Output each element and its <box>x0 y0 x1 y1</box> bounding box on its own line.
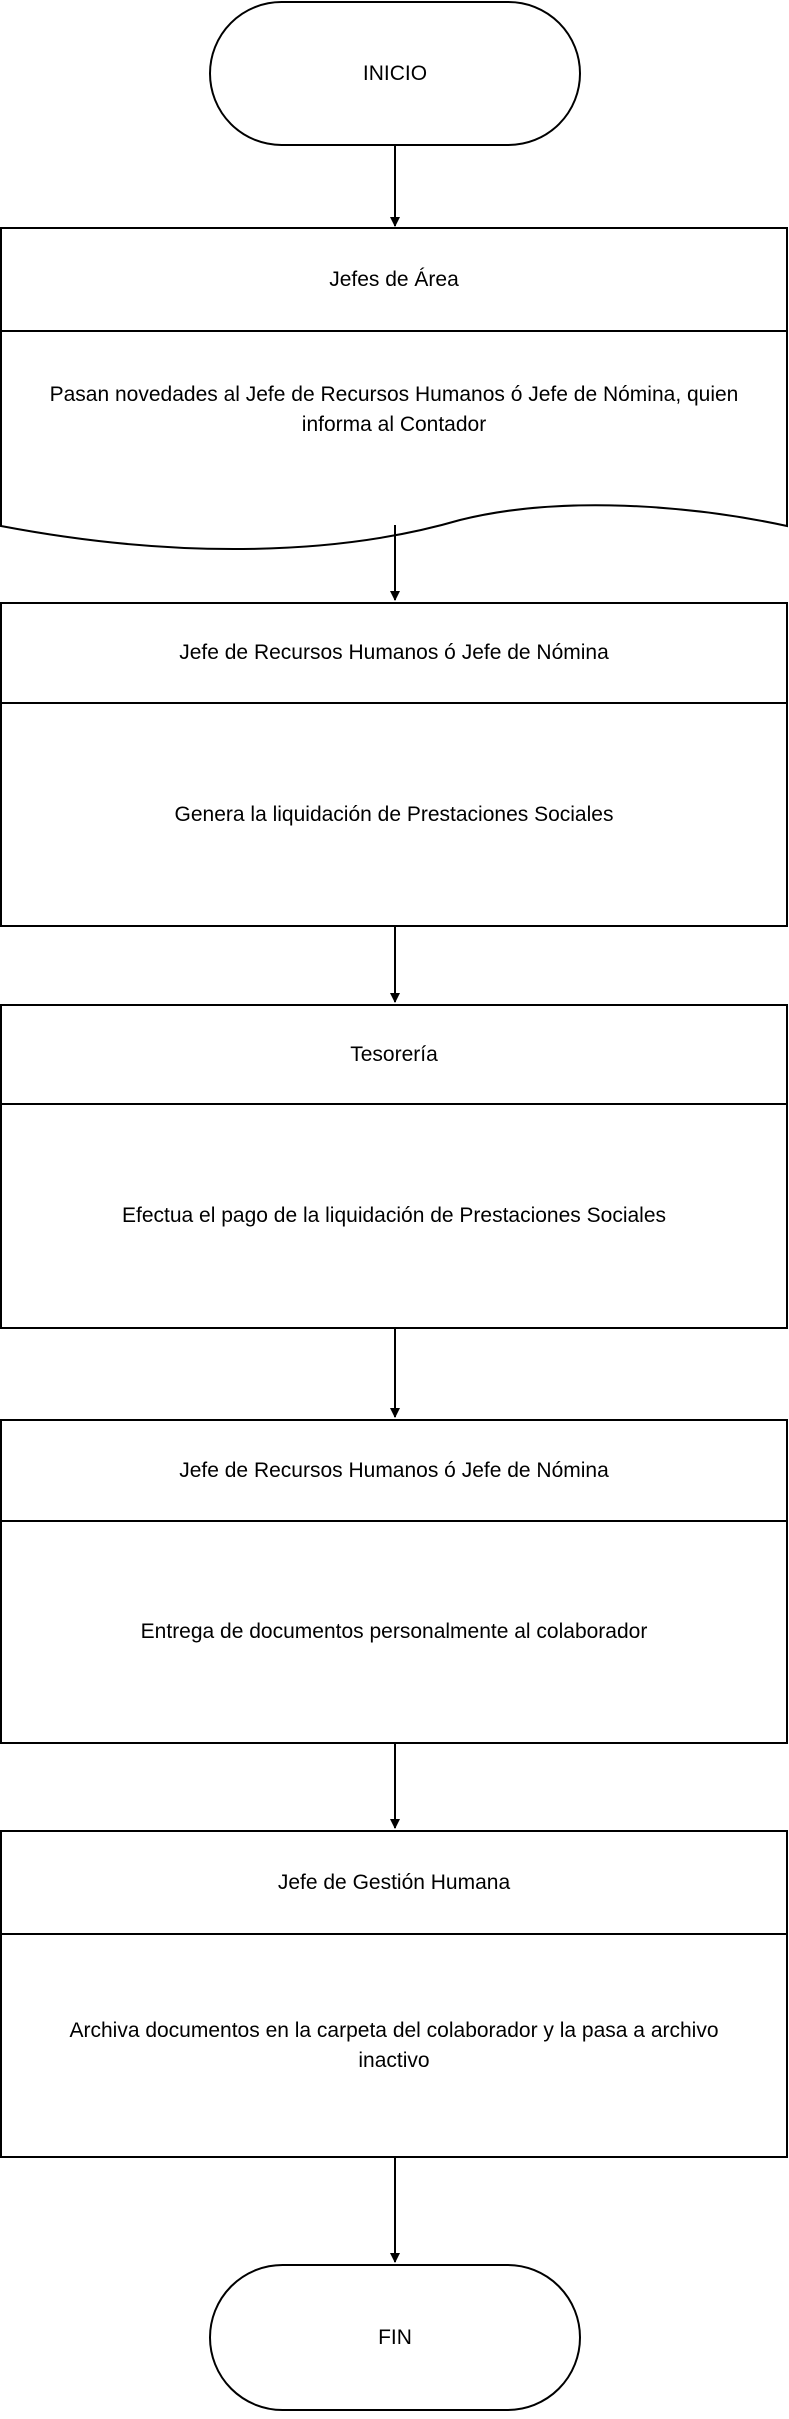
step-3-actor: Tesorería <box>350 1042 438 1066</box>
step-4-action: Entrega de documentos personalmente al c… <box>140 1620 648 1643</box>
end-label: FIN <box>378 2325 412 2349</box>
step-2-action: Genera la liquidación de Prestaciones So… <box>174 802 614 826</box>
start-label: INICIO <box>362 61 428 85</box>
step-5-actor: Jefe de Gestión Humana <box>277 1870 511 1894</box>
step-2-actor: Jefe de Recursos Humanos ó Jefe de Nómin… <box>179 641 609 664</box>
step-4-box <box>0 1419 788 1744</box>
step-4-actor: Jefe de Recursos Humanos ó Jefe de Nómin… <box>179 1458 609 1482</box>
step-5-box <box>0 1830 788 2158</box>
step-3-action: Efectua el pago de la liquidación de Pre… <box>121 1204 667 1227</box>
step-1-actor: Jefes de Área <box>329 267 459 291</box>
step-2-box <box>0 602 788 927</box>
end-terminator-shape <box>209 2264 581 2411</box>
step-1-action: Pasan novedades al Jefe de Recursos Huma… <box>49 383 739 436</box>
step-3-box <box>0 1004 788 1329</box>
step-1-document-shape <box>0 227 788 551</box>
step-5-action: Archiva documentos en la carpeta del col… <box>69 2018 719 2072</box>
